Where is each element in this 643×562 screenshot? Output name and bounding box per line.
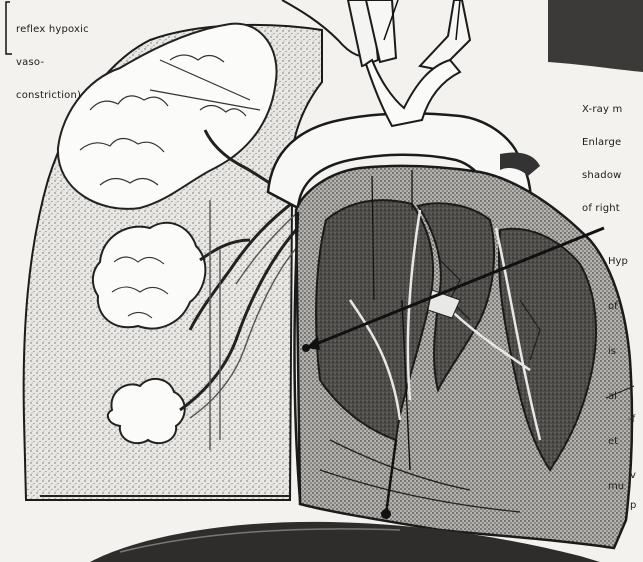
label-line: reflex hypoxic <box>16 24 89 35</box>
label-line: Enlarge <box>582 137 622 148</box>
label-xray: X-ray m Enlarge shadow of right <box>582 82 622 236</box>
label-line: al <box>608 389 628 404</box>
label-line: shadow <box>582 170 622 181</box>
label-line: et <box>608 434 628 449</box>
label-line: -f <box>628 412 641 427</box>
label-line: Hyp <box>608 254 628 269</box>
label-line: constriction) <box>16 90 89 101</box>
label-line: is <box>608 344 628 359</box>
label-line: p <box>630 498 643 513</box>
label-hypoxic-vasoconstriction: reflex hypoxic vaso- constriction) <box>16 2 89 123</box>
label-line: X-ray m <box>582 104 622 115</box>
label-hypertrophy: Hyp of is al et mu <box>608 224 628 524</box>
label-lower-right-3: p <box>630 468 643 543</box>
label-line: of right <box>582 203 622 214</box>
label-line: of <box>608 299 628 314</box>
label-line: mu <box>608 479 628 494</box>
label-line: vaso- <box>16 57 89 68</box>
xray-photo-corner <box>548 0 643 72</box>
